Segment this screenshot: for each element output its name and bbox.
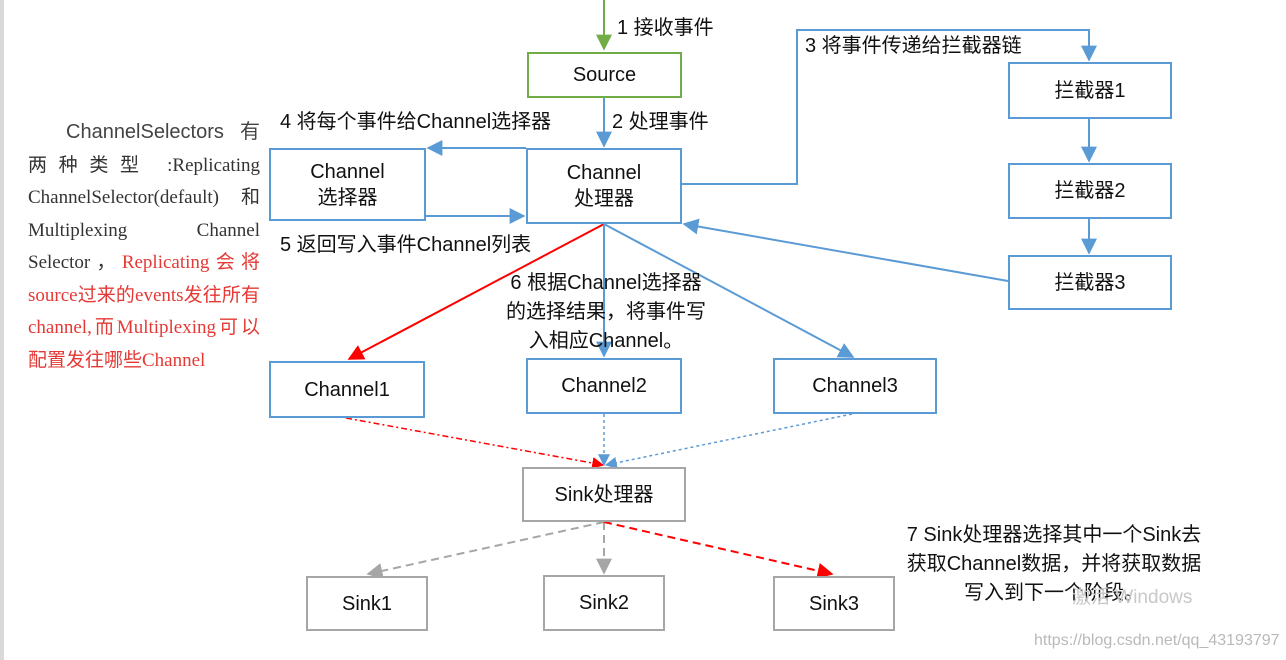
- arrow-sinkprocessor-to-sink3: [603, 521, 834, 579]
- channel2-node: Channel2: [526, 358, 682, 414]
- arrow-processor-to-channel3: [603, 223, 855, 358]
- sink-processor-label: Sink处理器: [554, 483, 654, 506]
- step3-label: 3 将事件传递给拦截器链: [805, 35, 1022, 57]
- note-body: 两种类型 :Replicating ChannelSelector(defaul…: [28, 154, 260, 274]
- channel-selector-label-line2: 选择器: [317, 186, 378, 209]
- sink2-node: Sink2: [543, 575, 665, 631]
- note-lead: ChannelSelectors有: [66, 121, 260, 143]
- arrow-channel1-to-sinkprocessor: [345, 417, 605, 469]
- step4-label: 4 将每个事件给Channel选择器: [280, 111, 552, 133]
- arrow-processor-to-interceptors: [682, 29, 1097, 185]
- source-label: Source: [572, 64, 637, 86]
- sink-processor-node: Sink处理器: [522, 467, 686, 522]
- step6-label: 6 根据Channel选择器的选择结果，将事件写入相应Channel。: [506, 272, 706, 352]
- arrow-channel3-to-sinkprocessor: [604, 413, 853, 469]
- left-edge-bar: [0, 0, 4, 660]
- note-red-text: Replicating会将source过来的events发往所有channel,…: [28, 252, 260, 371]
- interceptor3-label: 拦截器3: [1054, 271, 1126, 294]
- channel3-label: Channel3: [812, 375, 898, 397]
- channel2-label: Channel2: [561, 375, 647, 397]
- channel-selector-label-line1: Channel: [310, 160, 385, 183]
- sink1-node: Sink1: [306, 576, 428, 631]
- step5-label: 5 返回写入事件Channel列表: [280, 234, 532, 256]
- channel1-node: Channel1: [269, 361, 425, 418]
- activate-windows-watermark: 激活 Windows: [1072, 587, 1193, 608]
- interceptor1-label: 拦截器1: [1054, 79, 1126, 102]
- step7-label: 7 Sink处理器选择其中一个Sink去获取Channel数据，并将获取数据写入…: [906, 524, 1202, 604]
- interceptor2-label: 拦截器2: [1054, 180, 1126, 202]
- channel3-node: Channel3: [773, 358, 937, 414]
- channel1-label: Channel1: [304, 378, 390, 401]
- source-node: Source: [527, 52, 682, 98]
- channel-selector-node: Channel 选择器: [269, 148, 426, 221]
- arrow-processor-to-channel1: [347, 223, 605, 360]
- interceptor2-node: 拦截器2: [1008, 163, 1172, 219]
- interceptor1-node: 拦截器1: [1008, 62, 1172, 119]
- channel-selectors-note: ChannelSelectors有两种类型 :Replicating Chann…: [28, 116, 260, 377]
- sink3-label: Sink3: [808, 592, 860, 615]
- sink1-label: Sink1: [341, 592, 393, 615]
- step1-label: 1 接收事件: [617, 17, 714, 39]
- blog-url-watermark: https://blog.csdn.net/qq_43193797: [1034, 632, 1280, 649]
- channel-processor-label-line2: 处理器: [574, 188, 634, 210]
- interceptor3-node: 拦截器3: [1008, 255, 1172, 310]
- sink2-label: Sink2: [578, 592, 630, 614]
- arrow-interceptor3-to-processor: [682, 218, 1009, 282]
- arrow-sinkprocessor-to-sink1: [366, 521, 605, 579]
- sink3-node: Sink3: [773, 576, 895, 631]
- step2-label: 2 处理事件: [612, 111, 709, 133]
- channel-processor-node: Channel 处理器: [526, 148, 682, 224]
- channel-processor-label-line1: Channel: [566, 162, 642, 184]
